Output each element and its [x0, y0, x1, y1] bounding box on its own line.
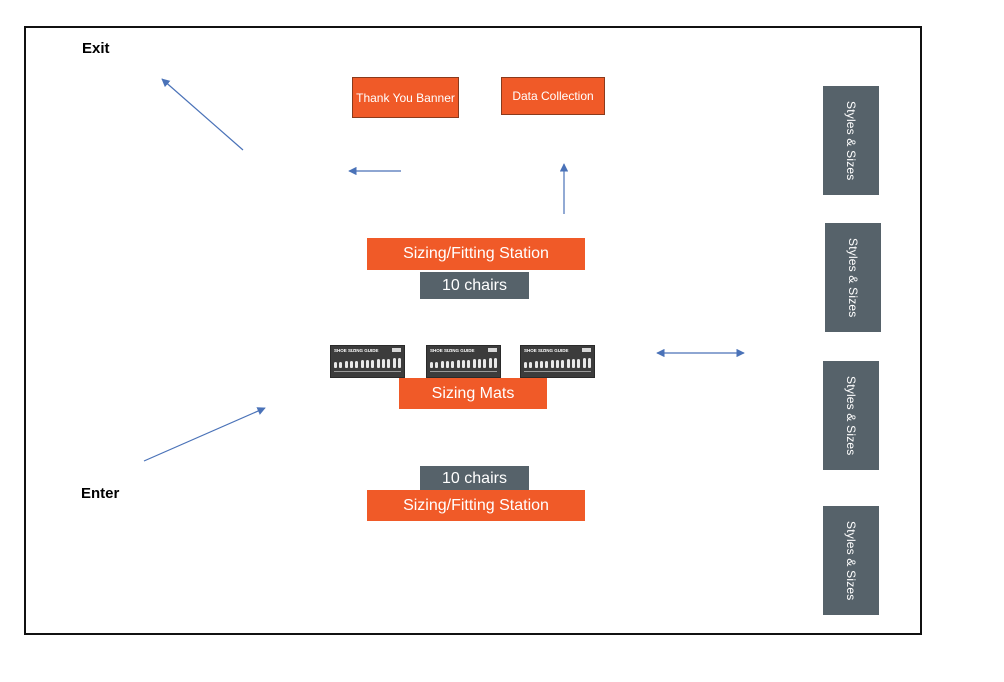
- sizing-mats-box: Sizing Mats: [399, 378, 547, 409]
- sizing-mat-title: SHOE SIZING GUIDE: [430, 348, 475, 353]
- footprint-row-icon: [524, 358, 591, 368]
- sizing-mat-1: SHOE SIZING GUIDE: [330, 345, 405, 378]
- styles-sizes-shelf-1: Styles & Sizes: [823, 86, 879, 195]
- sizing-fitting-station-top: Sizing/Fitting Station: [367, 238, 585, 270]
- exit-arrow: [161, 78, 244, 151]
- mat-scale-line: [334, 371, 401, 372]
- sizing-mat-3: SHOE SIZING GUIDE: [520, 345, 595, 378]
- footprint-row-icon: [430, 358, 497, 368]
- thank-you-banner: Thank You Banner: [352, 77, 459, 118]
- sizing-mat-2: SHOE SIZING GUIDE: [426, 345, 501, 378]
- styles-sizes-shelf-3: Styles & Sizes: [823, 361, 879, 470]
- mat-logo-icon: [582, 348, 591, 352]
- footprint-row-icon: [334, 358, 401, 368]
- sizing-mat-title: SHOE SIZING GUIDE: [524, 348, 569, 353]
- chairs-top: 10 chairs: [420, 272, 529, 299]
- styles-sizes-shelf-4: Styles & Sizes: [823, 506, 879, 615]
- enter-label: Enter: [81, 485, 120, 502]
- exit-label: Exit: [82, 40, 110, 57]
- chairs-bottom: 10 chairs: [420, 466, 529, 491]
- enter-arrow: [143, 407, 266, 462]
- mat-scale-line: [524, 371, 591, 372]
- mat-logo-icon: [488, 348, 497, 352]
- sizing-fitting-station-bottom: Sizing/Fitting Station: [367, 490, 585, 521]
- sizing-mat-title: SHOE SIZING GUIDE: [334, 348, 379, 353]
- mat-logo-icon: [392, 348, 401, 352]
- data-collection-box: Data Collection: [501, 77, 605, 115]
- mat-scale-line: [430, 371, 497, 372]
- floor-plan-border: [24, 26, 922, 635]
- styles-sizes-shelf-2: Styles & Sizes: [825, 223, 881, 332]
